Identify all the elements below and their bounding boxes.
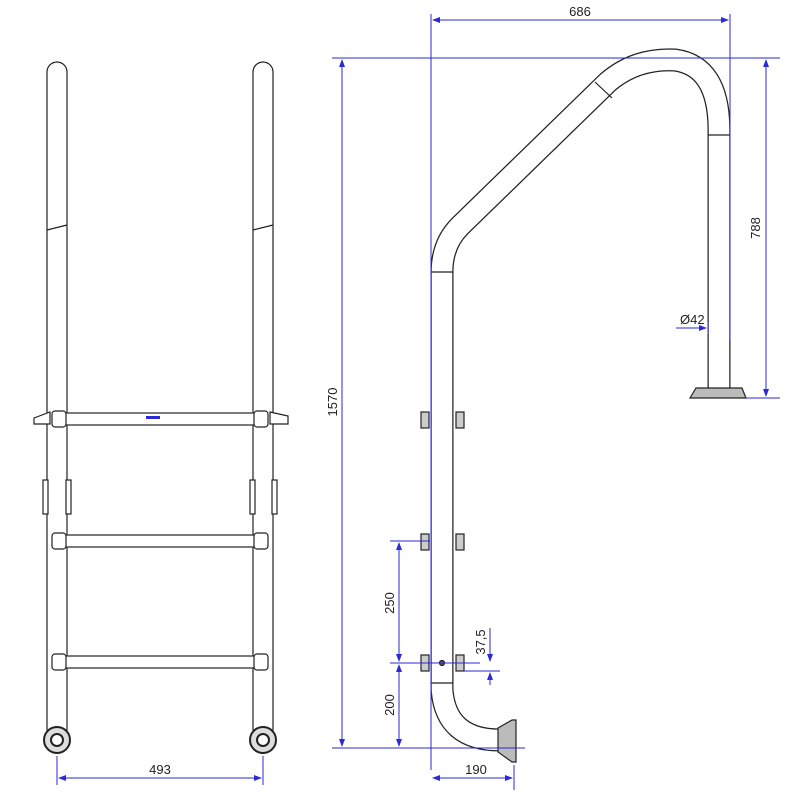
- dim-bottom-step-height: 200: [382, 694, 397, 716]
- dim-top-width: 686: [569, 4, 591, 19]
- bottom-step: [51, 653, 269, 671]
- top-step: [33, 410, 289, 428]
- side-view: [420, 48, 747, 763]
- rail-brackets: [42, 479, 278, 515]
- right-rail: [252, 61, 274, 741]
- base-plate: [688, 387, 747, 399]
- handrail-tube: [430, 48, 731, 680]
- dim-total-height: 1570: [325, 388, 340, 417]
- dim-tube-diameter: Ø42: [680, 312, 705, 327]
- front-view: [33, 61, 289, 754]
- dim-bracket-offset: 37,5: [473, 629, 488, 654]
- dimension-labels: 686 788 Ø42 1570 250 37,5 200 190 493: [149, 4, 763, 777]
- dim-foot-depth: 190: [465, 762, 487, 777]
- dim-handrail-height: 788: [748, 217, 763, 239]
- dim-step-spacing: 250: [382, 592, 397, 614]
- wheels: [43, 726, 277, 754]
- foot-flange: [497, 719, 517, 763]
- middle-step: [51, 532, 269, 550]
- dim-ladder-width: 493: [149, 762, 171, 777]
- left-rail: [46, 61, 68, 741]
- dimension-lines: [56, 14, 780, 790]
